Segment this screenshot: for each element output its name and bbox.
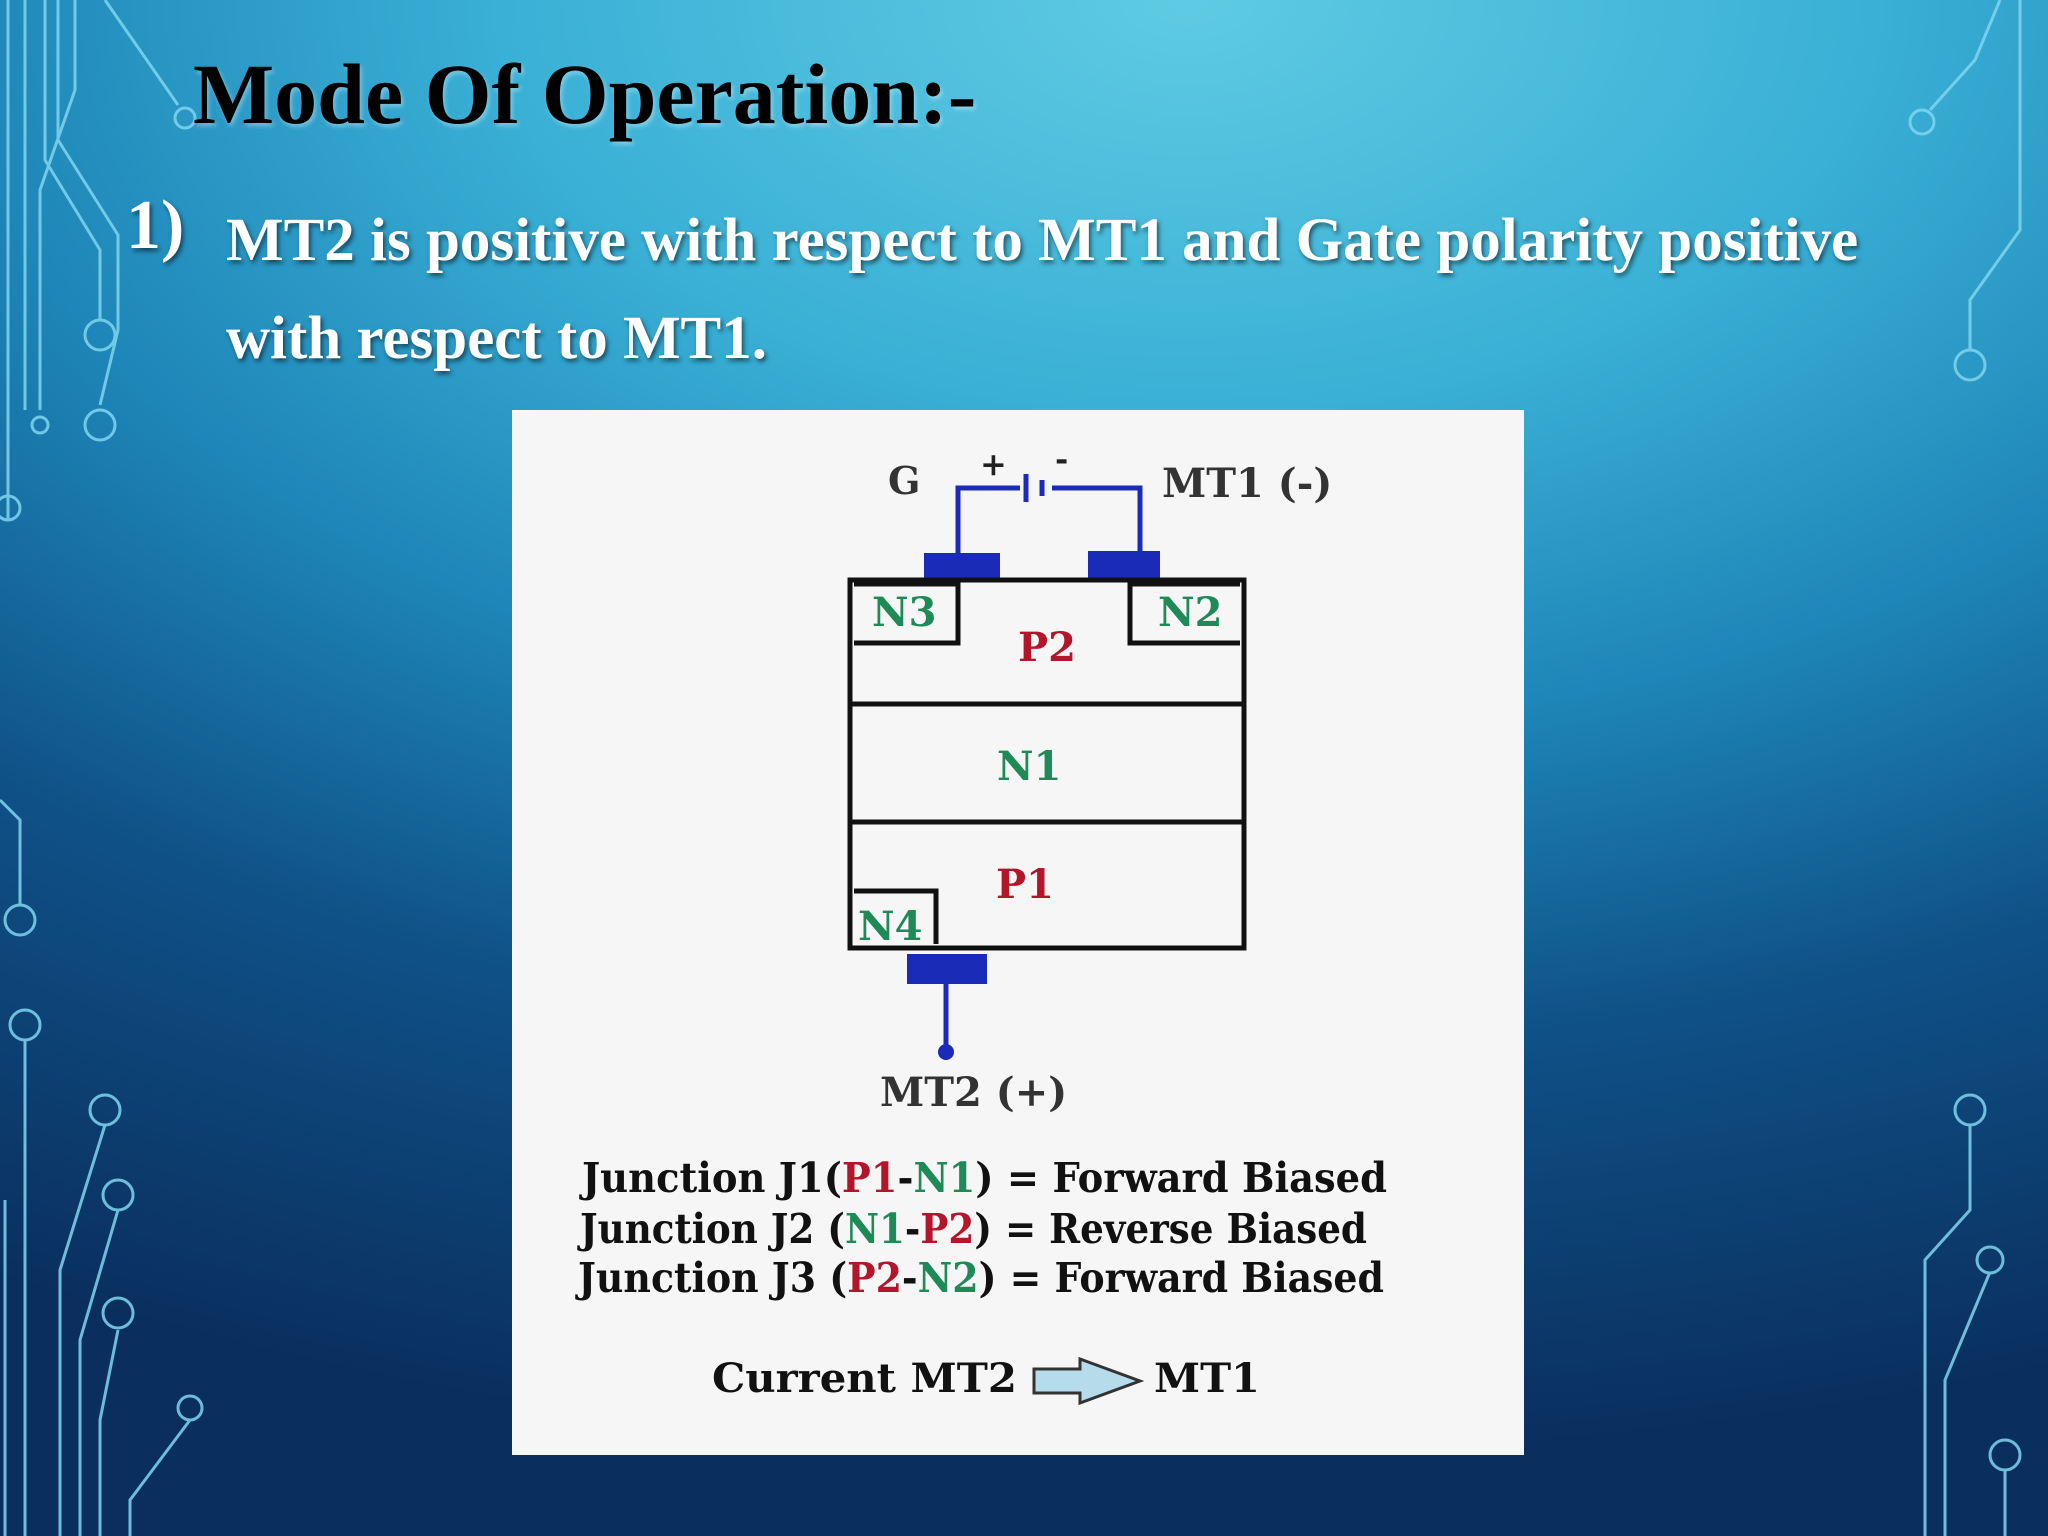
mt2-label: MT2 (+) <box>880 1069 1067 1116</box>
region-n3: N3 <box>872 589 936 636</box>
mt1-label: MT1 (-) <box>1162 460 1332 507</box>
junction-j1: Junction J1(P1-N1) = Forward Biased <box>579 1154 1387 1202</box>
mt1-terminal <box>1088 551 1160 581</box>
region-p1: P1 <box>996 861 1054 908</box>
list-number: 1) <box>126 187 185 264</box>
region-n1: N1 <box>997 743 1061 790</box>
gate-terminal <box>924 553 1000 581</box>
region-n2: N2 <box>1158 589 1222 636</box>
triac-diagram-panel: G + - MT1 (-) N3 N2 P2 N1 P1 N4 MT2 (+) … <box>512 410 1524 1455</box>
battery-plus-label: + <box>980 445 1007 483</box>
mt2-node <box>938 1044 954 1060</box>
region-p2: P2 <box>1018 624 1076 671</box>
bullet-text: MT2 is positive with respect to MT1 and … <box>226 207 1859 372</box>
current-arrow-icon <box>1032 1356 1145 1406</box>
region-n4: N4 <box>858 903 922 950</box>
n3-region-border <box>854 581 961 646</box>
junction-j2: Junction J2 (N1-P2) = Reverse Biased <box>577 1205 1367 1253</box>
triac-structure-diagram: G + - MT1 (-) N3 N2 P2 N1 P1 N4 MT2 (+) … <box>575 440 1387 1406</box>
n2-region-border <box>1127 581 1240 646</box>
current-label: Current MT2 <box>712 1355 1017 1402</box>
n4-region-border <box>854 888 939 944</box>
current-target-label: MT1 <box>1154 1355 1260 1402</box>
device-outline <box>847 577 1247 951</box>
gate-label: G <box>888 458 920 503</box>
slide-title: Mode Of Operation:- <box>193 46 977 142</box>
mt2-terminal <box>907 954 987 984</box>
junction-j3: Junction J3 (P2-N2) = Forward Biased <box>575 1254 1384 1302</box>
battery-minus-label: - <box>1055 440 1068 478</box>
